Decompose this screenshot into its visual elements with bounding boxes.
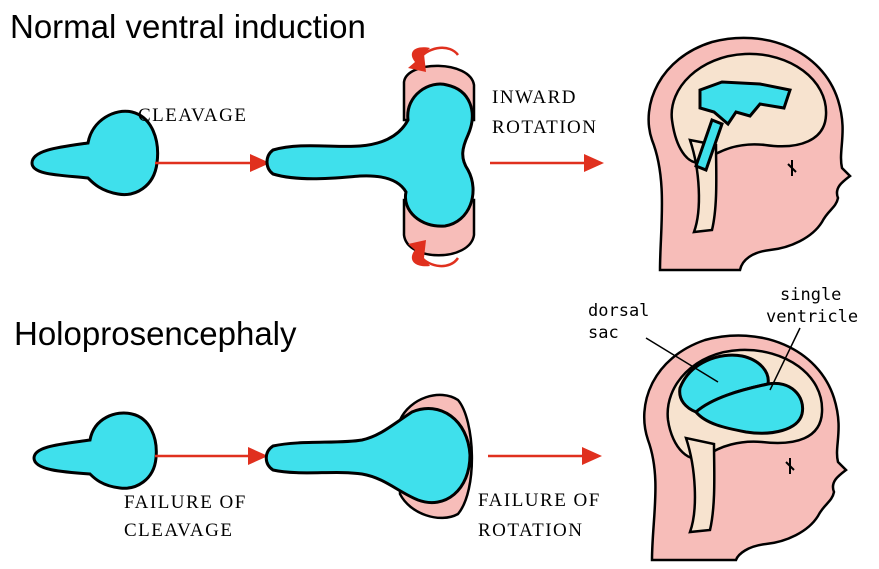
holo-head-profile — [644, 328, 846, 560]
holo-stage1-neural-tube — [34, 413, 156, 488]
annotation-ventricle: ventricle — [766, 307, 858, 327]
label-cleavage: CLEAVAGE — [138, 105, 247, 126]
normal-stage2-cleaving-tube — [267, 47, 474, 266]
holo-arrow-1 — [155, 447, 268, 465]
holo-arrow-2 — [488, 447, 602, 465]
label-rotation: ROTATION — [492, 117, 597, 138]
annotation-single: single — [780, 285, 841, 305]
label-failure-of-cleavage-1: FAILURE OF — [124, 492, 247, 513]
label-failure-of-rotation-2: ROTATION — [478, 520, 583, 541]
normal-section-title: Normal ventral induction — [10, 8, 366, 45]
holo-section-title: Holoprosencephaly — [14, 315, 297, 352]
label-failure-of-cleavage-2: CLEAVAGE — [124, 520, 233, 541]
label-inward: INWARD — [492, 87, 577, 108]
annotation-dorsal: dorsal — [588, 301, 649, 321]
normal-arrow-1 — [155, 154, 270, 172]
annotation-sac: sac — [588, 323, 619, 343]
holo-stage2-uncleaved-tube — [266, 395, 472, 518]
normal-arrow-2 — [490, 154, 604, 172]
normal-head-profile — [649, 38, 850, 270]
label-failure-of-rotation-1: FAILURE OF — [478, 490, 601, 511]
